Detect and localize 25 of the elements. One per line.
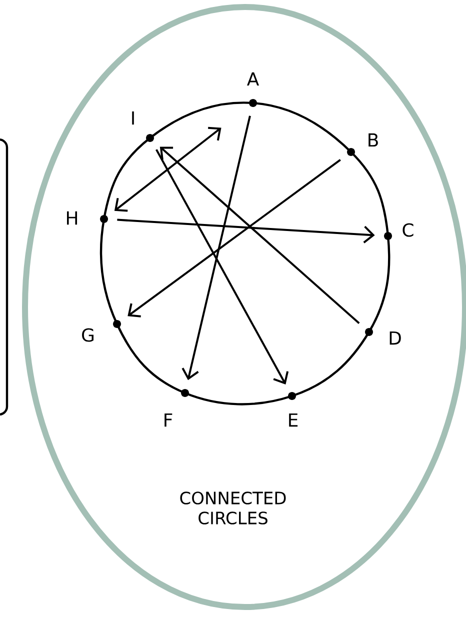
arrow xyxy=(114,126,222,212)
labeled-point: A xyxy=(246,72,260,107)
node-label: B xyxy=(368,133,378,147)
arrow xyxy=(128,159,341,318)
labeled-point: F xyxy=(164,389,189,427)
arrow xyxy=(182,116,251,380)
arrow xyxy=(117,218,375,244)
node-label: C xyxy=(402,223,414,237)
labeled-point: D xyxy=(365,328,401,345)
node-label: A xyxy=(246,72,260,86)
node-label: D xyxy=(390,331,401,345)
node-label: F xyxy=(164,413,172,427)
labeled-point: I xyxy=(132,111,154,142)
labeled-point: B xyxy=(347,133,378,156)
node-label: G xyxy=(82,328,94,342)
labeled-point: G xyxy=(82,320,121,342)
labeled-point: C xyxy=(384,223,414,240)
panel-edge xyxy=(0,138,8,416)
arrow xyxy=(160,146,360,324)
labeled-point: H xyxy=(67,211,108,225)
labeled-point: E xyxy=(288,392,298,427)
node-label: H xyxy=(67,211,78,225)
arrow xyxy=(155,149,289,384)
node-label: E xyxy=(289,413,298,427)
node-label: I xyxy=(132,111,134,125)
